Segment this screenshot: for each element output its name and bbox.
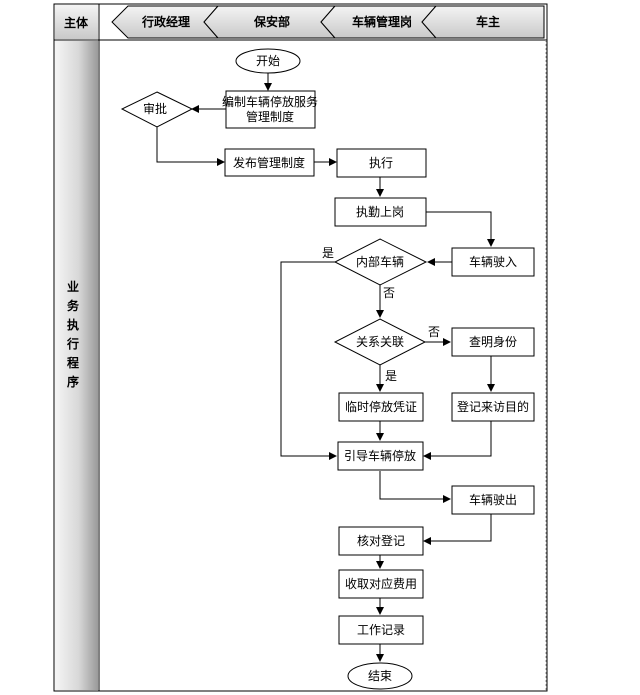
edge-label-related-no: 否 [428,325,440,339]
node-temp-pass-label: 临时停放凭证 [345,399,417,414]
node-collect-fee [338,569,424,599]
node-vehicle-out-label: 车辆驶出 [469,492,517,507]
node-related [333,318,427,366]
connectors [156,73,495,662]
side-label-cell [55,41,98,690]
node-publish [224,148,315,177]
lane-header-owner [421,5,545,39]
subject-header-label: 主体 [64,15,89,30]
nodes: 开始 编制车辆停放服务 管理制度 审批 发布管理制度 执行 执勤上岗 车辆驶入 … [120,48,535,690]
node-register-visit [451,392,535,422]
node-vehicle-in-label: 车辆驶入 [469,254,517,269]
edge-label-internal-yes: 是 [322,246,334,260]
node-collect-fee-label: 收取对应费用 [345,576,417,591]
node-check-id [451,327,535,357]
edge-internal-yes-guide [280,261,337,460]
side-label-char: 序 [67,374,79,389]
edge-approve-publish [156,127,225,166]
node-start [235,48,301,74]
edge-vehicleout-verify [423,514,492,545]
node-end-label: 结束 [368,669,392,683]
node-approve-label: 审批 [143,101,167,116]
side-label-char: 业 [67,279,79,294]
node-publish-label: 发布管理制度 [233,155,305,170]
node-vehicle-out [451,485,535,515]
node-draft [225,90,316,129]
node-execute [336,148,427,178]
side-label-char: 程 [67,355,79,370]
node-guide-parking [337,441,424,471]
node-approve [120,91,194,128]
edge-register-guide [423,421,492,460]
lane-label-owner: 车主 [476,14,500,29]
node-draft-label-line1: 编制车辆停放服务 [222,94,318,109]
lane-label-security: 保安部 [253,14,290,29]
node-verify-register [338,526,424,556]
edge-duty-vehiclein [426,211,495,247]
node-temp-pass [338,392,424,422]
node-verify-register-label: 核对登记 [357,533,405,548]
side-label-char: 行 [66,336,79,351]
node-execute-label: 执行 [369,156,393,170]
node-on-duty [334,197,427,227]
lane-label-admin-manager: 行政经理 [141,14,190,29]
node-internal-vehicle-label: 内部车辆 [356,254,404,269]
node-work-record [338,615,424,645]
subject-header-cell [55,5,98,39]
lane-label-vehicle-manager: 车辆管理岗 [352,14,412,29]
node-on-duty-label: 执勤上岗 [356,205,404,219]
edge-guide-vehicleout [379,471,451,503]
edge-label-related-yes: 是 [385,369,397,383]
node-work-record-label: 工作记录 [357,623,405,637]
side-label-char: 执 [67,317,79,332]
node-check-id-label: 查明身份 [469,334,517,349]
node-vehicle-in [451,247,535,277]
node-end [347,662,413,690]
node-register-visit-label: 登记来访目的 [457,399,529,414]
node-draft-label-line2: 管理制度 [246,109,294,124]
lane-headers: 行政经理 保安部 车辆管理岗 车主 [111,5,545,39]
side-label-char: 务 [67,298,80,313]
node-start-label: 开始 [256,54,280,68]
node-internal-vehicle [333,238,428,286]
outer-frame [53,3,548,692]
node-guide-parking-label: 引导车辆停放 [344,448,416,463]
edge-label-internal-no: 否 [383,286,395,300]
node-related-label: 关系关联 [356,335,404,349]
